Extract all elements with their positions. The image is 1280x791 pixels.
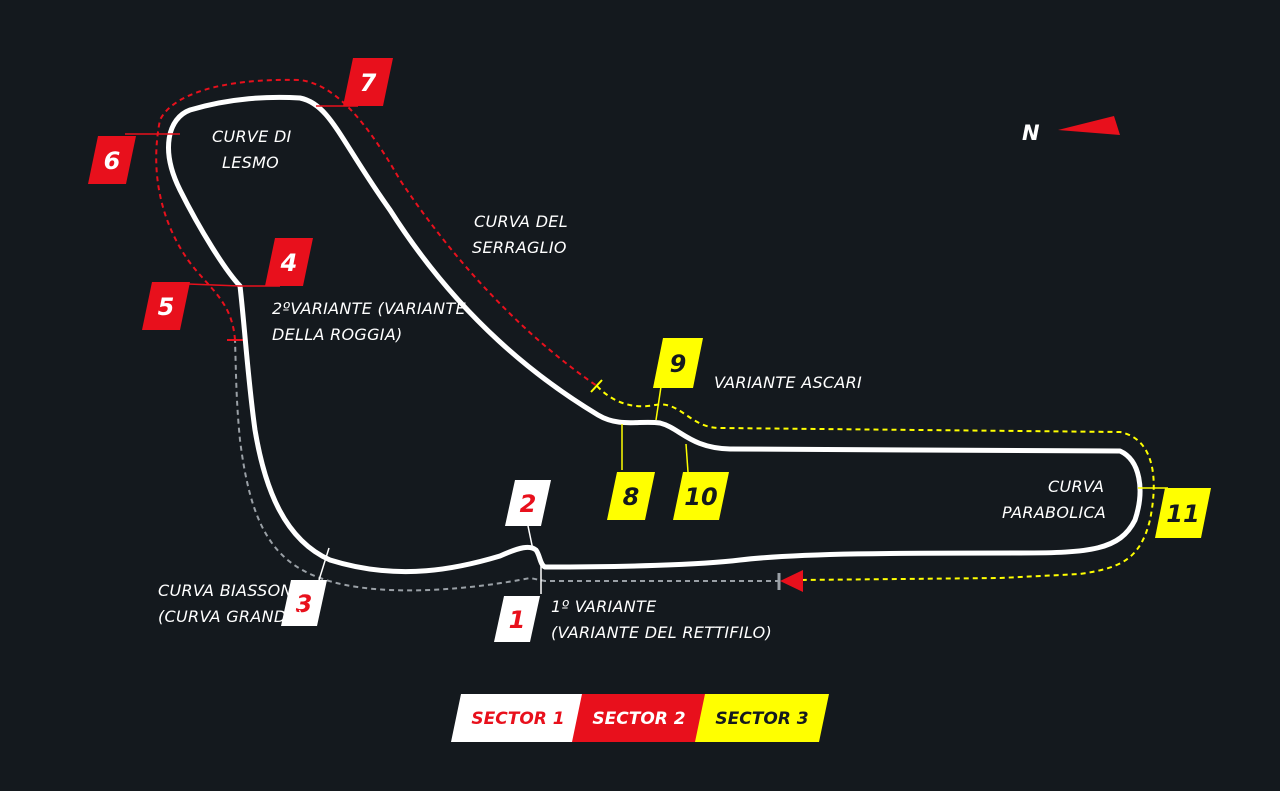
sector-2-3-separator: [590, 379, 603, 393]
corner-marker-1: 1: [494, 596, 540, 642]
corner-3-connector: [318, 547, 330, 581]
corner-number-10: 10: [684, 483, 717, 511]
corner-markers: 1 2 3 4 5 6 7 8 9 10 11: [88, 58, 1211, 642]
label-biassono-line-2: (CURVA GRANDE): [158, 607, 303, 626]
legend-item-sector-3: SECTOR 3: [695, 694, 829, 742]
legend-label-sector-3: SECTOR 3: [715, 709, 808, 729]
label-rettifilo-line-2: (VARIANTE DEL RETTIFILO): [551, 623, 772, 642]
corner-marker-2: 2: [505, 480, 551, 526]
corner-box-8: [607, 472, 655, 520]
corner-marker-7: 7: [343, 58, 393, 106]
corner-box-7: [343, 58, 393, 106]
label-curva-biassono: CURVA BIASSONO (CURVA GRANDE): [158, 581, 311, 626]
corner-marker-6: 6: [88, 136, 136, 184]
corner-box-5: [142, 282, 190, 330]
corner-marker-10: 10: [673, 472, 729, 520]
label-rettifilo-line-1: 1º VARIANTE: [551, 597, 657, 616]
label-roggia-line-1: 2ºVARIANTE (VARIANTE: [272, 299, 467, 318]
label-parabolica-line-2: PARABOLICA: [1002, 503, 1106, 522]
corner-number-6: 6: [104, 147, 121, 175]
corner-2-connector: [527, 525, 534, 551]
sector-legend: SECTOR 1 SECTOR 2 SECTOR 3: [451, 694, 829, 742]
corner-box-2: [505, 480, 551, 526]
label-variante-ascari: VARIANTE ASCARI: [714, 373, 862, 392]
label-serraglio-line-1: CURVA DEL: [474, 212, 568, 231]
legend-item-sector-2: SECTOR 2: [572, 694, 706, 742]
corner-number-4: 4: [280, 249, 298, 277]
corner-box-3: [281, 580, 327, 626]
corner-number-11: 11: [1166, 500, 1199, 528]
label-variante-della-roggia: 2ºVARIANTE (VARIANTE DELLA ROGGIA): [272, 299, 471, 344]
label-ascari-line-1: VARIANTE ASCARI: [714, 373, 862, 392]
corner-number-1: 1: [509, 606, 526, 634]
label-lesmo-line-1: CURVE DI: [212, 127, 292, 146]
legend-label-sector-1: SECTOR 1: [471, 709, 564, 729]
sector-1-guide: [234, 339, 780, 592]
corner-marker-5: 5: [142, 282, 190, 330]
corner-marker-3: 3: [281, 580, 327, 626]
corner-number-2: 2: [520, 490, 537, 518]
label-curva-parabolica: CURVA PARABOLICA: [1002, 477, 1110, 522]
sector-2-guide: [155, 78, 598, 387]
legend-swatch-sector-2: [572, 694, 706, 742]
corner-box-6: [88, 136, 136, 184]
compass-label: N: [1022, 121, 1040, 145]
corner-box-4: [265, 238, 313, 286]
label-curve-di-lesmo: CURVE DI LESMO: [212, 127, 297, 172]
corner-number-3: 3: [296, 590, 313, 618]
track-outline: [166, 94, 1143, 575]
corner-number-8: 8: [623, 483, 640, 511]
corner-box-9: [653, 338, 703, 388]
label-biassono-line-1: CURVA BIASSONO: [158, 581, 306, 600]
legend-item-sector-1: SECTOR 1: [451, 694, 585, 742]
legend-swatch-sector-3: [695, 694, 829, 742]
corner-5-connector: [187, 283, 241, 287]
corner-marker-11: 11: [1155, 488, 1211, 538]
label-serraglio-line-2: SERRAGLIO: [472, 238, 567, 257]
north-arrow-icon: [1058, 116, 1120, 135]
sector-3-guide: [596, 385, 1155, 581]
label-roggia-line-2: DELLA ROGGIA): [272, 325, 403, 344]
corner-number-9: 9: [670, 350, 687, 378]
label-curva-del-serraglio: CURVA DEL SERRAGLIO: [472, 212, 573, 257]
label-variante-del-rettifilo: 1º VARIANTE (VARIANTE DEL RETTIFILO): [551, 597, 772, 642]
start-direction-arrow-icon: [780, 570, 803, 592]
corner-number-7: 7: [360, 69, 377, 97]
corner-marker-4: 4: [265, 238, 313, 286]
corner-10-connector: [685, 443, 689, 473]
corner-number-5: 5: [158, 293, 175, 321]
label-lesmo-line-2: LESMO: [222, 153, 279, 172]
corner-box-1: [494, 596, 540, 642]
corner-box-10: [673, 472, 729, 520]
corner-marker-9: 9: [653, 338, 703, 388]
legend-swatch-sector-1: [451, 694, 585, 742]
label-parabolica-line-1: CURVA: [1048, 477, 1104, 496]
legend-label-sector-2: SECTOR 2: [592, 709, 685, 729]
corner-marker-8: 8: [607, 472, 655, 520]
corner-box-11: [1155, 488, 1211, 538]
